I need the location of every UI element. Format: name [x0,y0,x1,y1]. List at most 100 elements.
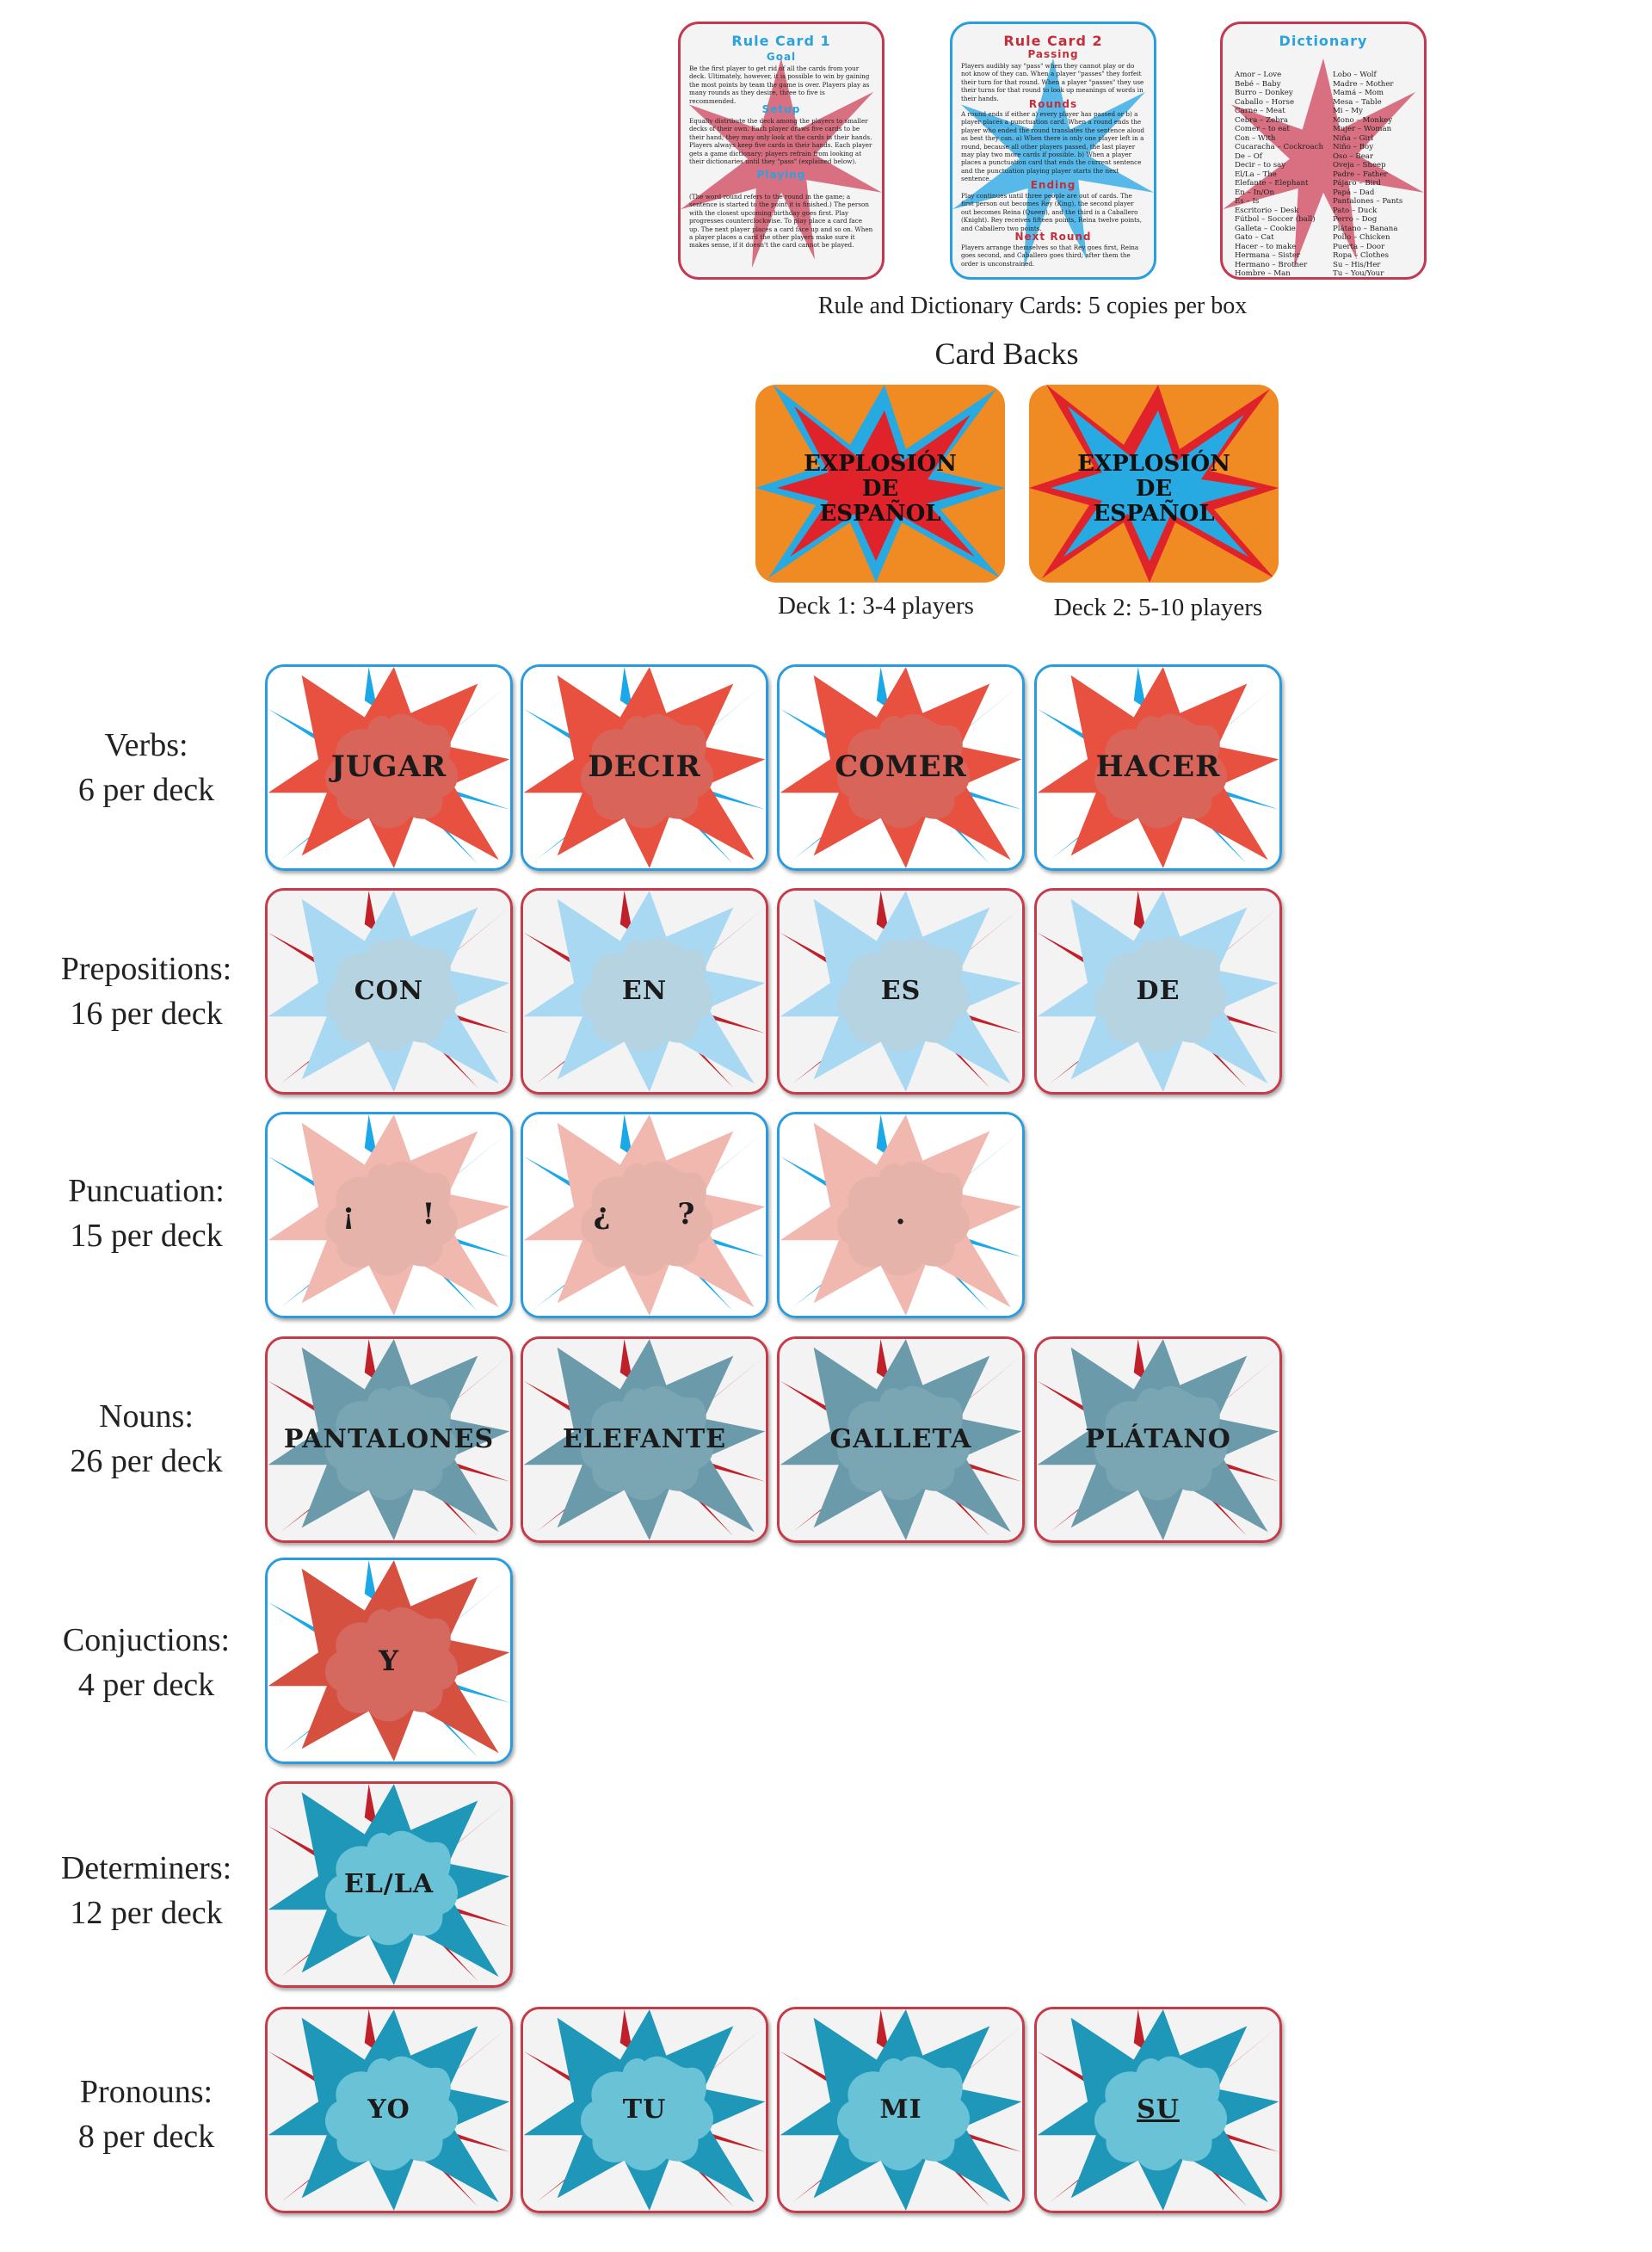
dictionary-entry: Es – Is [1235,197,1260,206]
burst-graphic [1223,58,1424,268]
burst-graphic [780,891,1022,1092]
playing-text: (The word round refers to the round in t… [689,193,873,250]
dictionary-entry: Pantalones – Pants [1333,197,1403,206]
burst-graphic [523,1114,766,1316]
row-label: Puncuation:15 per deck [26,1169,267,1258]
word-card: GALLETA [777,1336,1025,1543]
dictionary-entry: Niña – Girl [1333,133,1374,143]
dictionary-entry: Elefante – Elephant [1235,179,1309,188]
dictionary-entry: Hermana – Sister [1235,251,1301,260]
burst-graphic [780,1339,1022,1540]
deck-2-back-card: EXPLOSIÓN DE ESPAÑOL [1029,385,1279,583]
setup-heading: Setup [761,103,801,115]
dictionary-entry: Mujer – Woman [1333,125,1392,133]
word-card-text: Y [379,1644,399,1677]
row-label: Determiners:12 per deck [26,1846,267,1935]
word-card-text: COMER [835,750,967,785]
rule-card-2-title: Rule Card 2 [1003,33,1103,49]
dictionary-entry: El/La – The [1235,170,1277,179]
word-card: ¡ ! [265,1112,513,1318]
dictionary-entry: Mono – Monkey [1333,115,1393,125]
dictionary-entry: Bebé – Baby [1235,79,1281,89]
burst-graphic [780,1114,1022,1316]
back-title-line-1: EXPLOSIÓN [804,451,957,477]
word-card: CON [265,888,513,1095]
word-card-text: . [895,1197,907,1232]
back-title-line-3: ESPAÑOL [819,501,941,527]
dictionary-entry: Hombre – Man [1235,269,1291,278]
burst-graphic [268,1784,510,1985]
word-card: YO [265,2007,513,2213]
word-card-text: TU [622,2095,667,2125]
dictionary-entry: Jugar – to play [1235,279,1323,281]
dictionary-entry: Caballo – Horse [1235,97,1295,107]
dictionary-entry: Madre – Mother [1333,79,1394,89]
dictionary-entry: En – In/On [1235,188,1274,197]
deck-1-caption: Deck 1: 3-4 players [778,592,974,620]
burst-graphic [1037,667,1279,868]
dictionary-entry: Amor – Love [1235,71,1282,79]
dictionary-entry: Plátano – Banana [1333,224,1398,233]
rounds-text: A round ends if either a) every player h… [961,110,1144,183]
word-card: HACER [1034,664,1282,871]
dictionary-entry: Puerta – Door [1333,242,1385,251]
word-card-text: CON [354,976,424,1006]
back-title-line-1: EXPLOSIÓN [1077,451,1230,477]
row-label: Conjuctions:4 per deck [26,1618,267,1707]
rule-card-1: Rule Card 1 Goal Be the first player to … [678,22,885,280]
word-card-text: EN [621,976,668,1006]
word-card: EN [521,888,768,1095]
word-card-text: EL/LA [343,1869,435,1899]
burst-graphic [523,1339,766,1540]
word-card: Y [265,1558,513,1764]
burst-graphic [268,2009,510,2211]
row-label-count: 8 per deck [77,2119,215,2155]
ending-text: Play continues until three people are ou… [961,192,1142,232]
word-card: PANTALONES [265,1336,513,1543]
word-card: PLÁTANO [1034,1336,1282,1543]
next-round-text: Players arrange themselves so that Rey g… [961,244,1139,268]
burst-graphic [1037,891,1279,1092]
word-card: DECIR [521,664,768,871]
dictionary-title: Dictionary [1279,33,1368,49]
rule-card-1-title: Rule Card 1 [731,33,831,49]
playing-heading: Playing [756,169,806,181]
word-card-text: MI [879,2095,922,2125]
word-card: ELEFANTE [521,1336,768,1543]
deck-1-back-card: EXPLOSIÓN DE ESPAÑOL [755,385,1005,583]
word-card: SU [1034,2007,1282,2213]
dictionary-entry: Oveja – Sheep [1333,161,1386,170]
passing-text: Players audibly say "pass" when they can… [961,62,1144,102]
ending-heading: Ending [1030,179,1076,191]
burst-graphic [268,1339,510,1540]
word-card-text: HACER [1095,750,1221,785]
card-backs-title: Card Backs [934,336,1079,371]
burst-graphic [268,667,510,868]
burst-graphic [523,891,766,1092]
word-card: . [777,1112,1025,1318]
row-label-count: 4 per deck [77,1667,215,1703]
row-label: Pronouns:8 per deck [26,2070,267,2159]
back-title-line-2: DE [1135,476,1173,502]
goal-text: Be the first player to get rid of all th… [689,65,870,105]
row-label: Verbs:6 per deck [26,723,267,812]
word-card: ¿ ? [521,1112,768,1318]
word-card-text: PLÁTANO [1085,1424,1231,1454]
dictionary-entry: Perro – Dog [1333,215,1378,224]
row-label-count: 26 per deck [70,1443,223,1479]
row-label: Nouns: 26 per deck [26,1394,267,1484]
word-card: TU [521,2007,768,2213]
word-card: DE [1034,888,1282,1095]
word-card-text: YO [367,2095,410,2125]
dictionary-entry: Papá – Dad [1333,188,1375,197]
burst-graphic [268,1114,510,1316]
word-card: JUGAR [265,664,513,871]
word-card-text: DECIR [588,750,701,785]
word-card: COMER [777,664,1025,871]
row-label-category: Nouns: [99,1398,194,1434]
word-card-text: DE [1136,976,1180,1006]
row-label-count: 15 per deck [70,1218,223,1254]
dictionary-entry: Cucaracha – Cockroach [1235,143,1324,151]
